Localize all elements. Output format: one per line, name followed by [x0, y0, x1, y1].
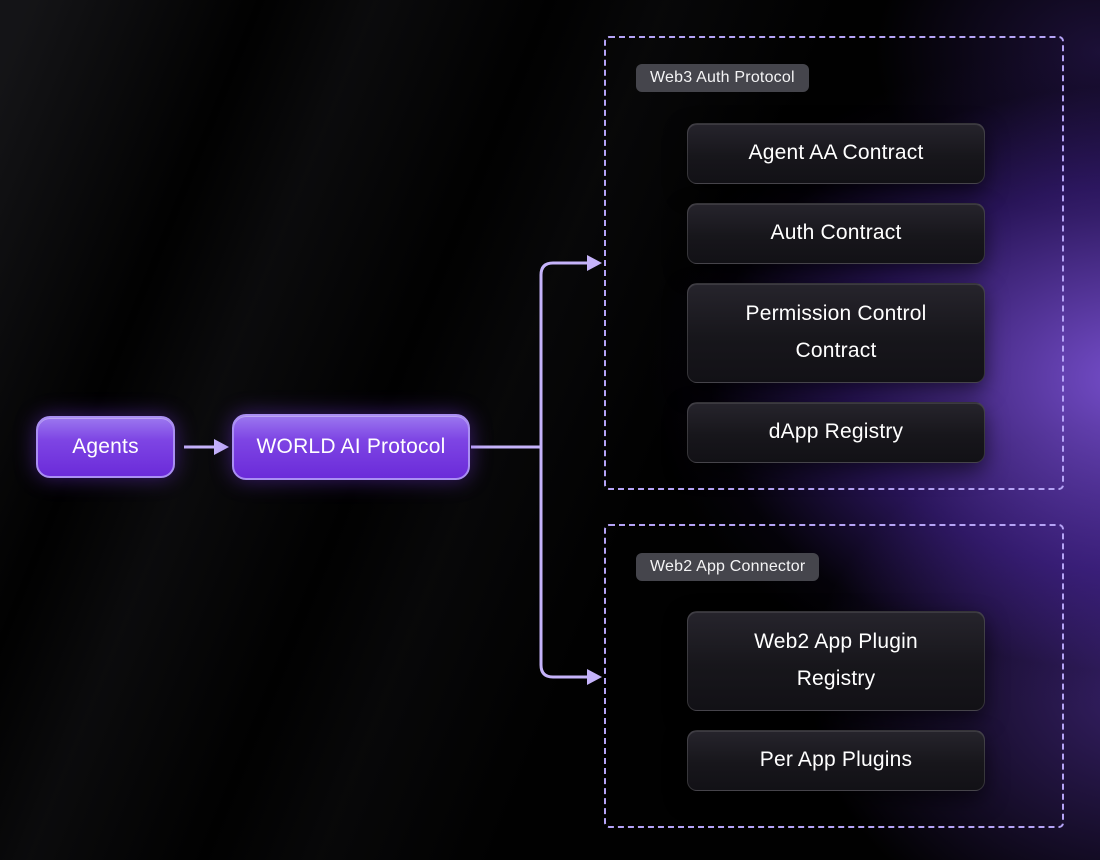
box-label: Per App Plugins	[759, 748, 913, 772]
group-web2-app-connector: Web2 App Connector Web2 App Plugin Regis…	[604, 524, 1064, 828]
box-web2-app-plugin-registry: Web2 App Plugin Registry	[687, 611, 985, 711]
box-permission-control-contract: Permission Control Contract	[687, 283, 985, 383]
box-label: Auth Contract	[770, 221, 902, 245]
badge-web2-app-connector: Web2 App Connector	[636, 553, 820, 581]
arrow-right-icon	[587, 669, 602, 685]
box-label: Web2 App Plugin Registry	[754, 630, 918, 690]
box-label: Permission Control Contract	[745, 302, 927, 362]
protocol-node-label: WORLD AI Protocol	[256, 435, 446, 458]
agents-node-label: Agents	[72, 435, 139, 458]
box-auth-contract: Auth Contract	[687, 203, 985, 264]
box-per-app-plugins: Per App Plugins	[687, 730, 985, 791]
box-dapp-registry: dApp Registry	[687, 402, 985, 463]
box-label: Agent AA Contract	[748, 141, 924, 165]
box-label: dApp Registry	[768, 420, 904, 444]
arrow-right-icon	[587, 255, 602, 271]
protocol-node: WORLD AI Protocol	[232, 414, 470, 480]
arrow-right-icon	[214, 439, 229, 455]
group-web3-auth-protocol: Web3 Auth Protocol Agent AA Contract Aut…	[604, 36, 1064, 490]
branch-bracket-line	[539, 261, 588, 679]
box-agent-aa-contract: Agent AA Contract	[687, 123, 985, 184]
badge-web3-auth-protocol: Web3 Auth Protocol	[636, 64, 809, 92]
agents-node: Agents	[36, 416, 175, 478]
